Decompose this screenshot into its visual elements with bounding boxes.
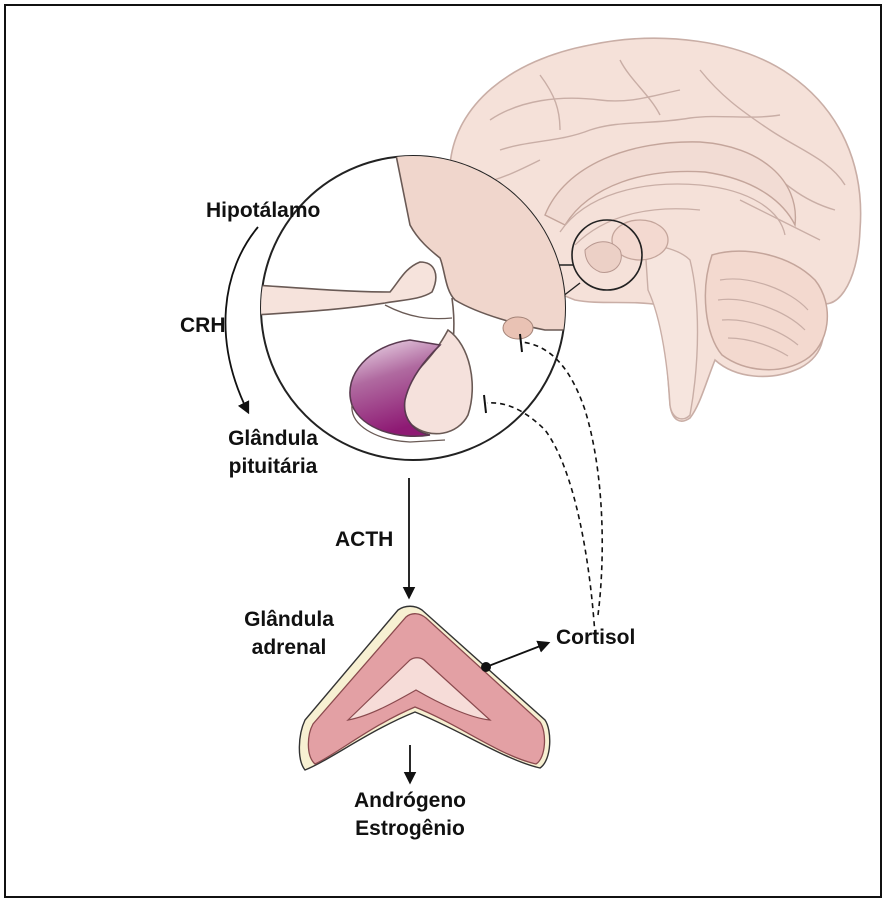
adrenal-label: Glândula adrenal (229, 606, 349, 662)
hypothalamus-label: Hipotálamo (206, 197, 320, 225)
acth-label: ACTH (335, 526, 393, 554)
cortisol-arrow (486, 643, 548, 667)
crh-arrow (225, 227, 258, 412)
adrenal-label-line2: adrenal (229, 634, 349, 662)
adrenal-label-line1: Glândula (229, 606, 349, 634)
estrogen-label: Estrogênio (335, 815, 485, 843)
pituitary-label: Glândula pituitária (213, 425, 333, 481)
feedback-pituitary-line (487, 403, 595, 635)
crh-label: CRH (180, 312, 226, 340)
cortisol-label: Cortisol (556, 624, 635, 652)
sex-hormones-label: Andrógeno Estrogênio (335, 787, 485, 843)
androgen-label: Andrógeno (335, 787, 485, 815)
pituitary-label-line2: pituitária (213, 453, 333, 481)
pituitary-label-line1: Glândula (213, 425, 333, 453)
